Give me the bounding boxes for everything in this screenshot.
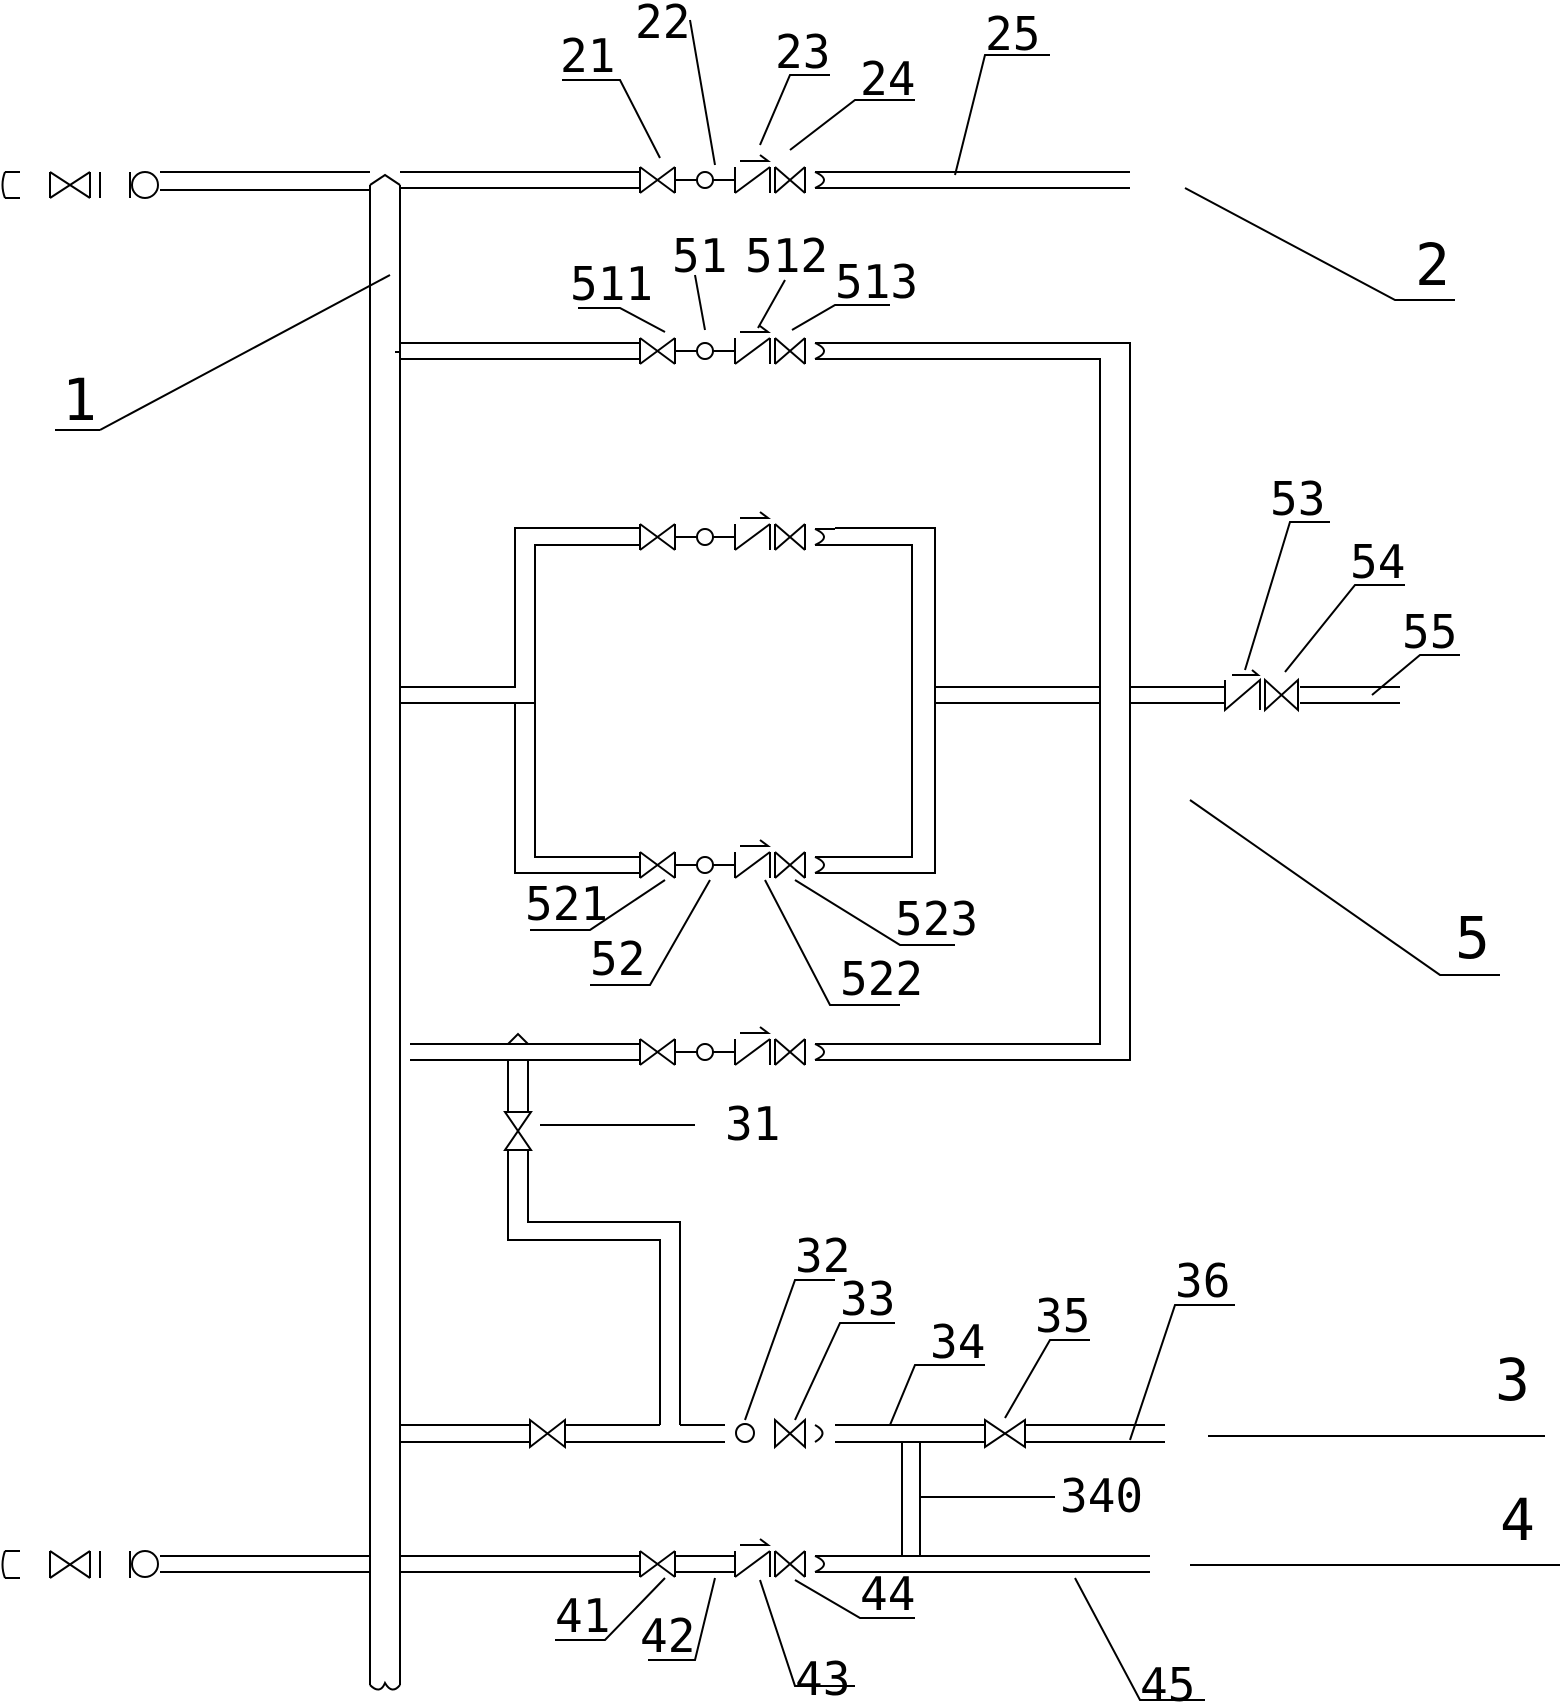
valve-train-loop-top-meter: [696, 528, 714, 546]
label-35: 35: [1035, 1289, 1090, 1343]
valve-train-branch-5-upper-icon: [639, 325, 835, 365]
bottom-inlet-pipe: [1, 1550, 370, 1579]
label-340: 340: [1060, 1469, 1143, 1523]
valve-train-branch-5-lower-icon: [639, 1026, 835, 1066]
label-4: 4: [1500, 1486, 1535, 1554]
label-43: 43: [795, 1652, 850, 1703]
valve-train-branch-5-lower-meter: [696, 1043, 714, 1061]
branch-2-pipe: [400, 171, 1130, 189]
label-51: 51: [672, 229, 727, 283]
label-31: 31: [725, 1097, 780, 1151]
label-21: 21: [560, 29, 615, 83]
branch-5-lower-pipe: [410, 1043, 640, 1061]
valve-train-branch-2-valves: [639, 154, 835, 194]
valve-train-branch-4-icon: [639, 1538, 835, 1578]
label-42: 42: [640, 1609, 695, 1663]
label-522: 522: [840, 952, 923, 1006]
label-53: 53: [1270, 472, 1325, 526]
main-header-pipe: [369, 173, 401, 1691]
label-36: 36: [1175, 1254, 1230, 1308]
valve-train-branch-4-valves: [639, 1538, 835, 1578]
label-54: 54: [1350, 535, 1405, 589]
valve-train-loop-bottom-icon: [639, 839, 835, 879]
valve-train-branch-5-lower-valves: [639, 1026, 835, 1066]
label-52: 52: [590, 932, 645, 986]
valve-train-loop-top-icon: [639, 511, 835, 551]
label-23: 23: [775, 25, 830, 79]
valve-train-branch-5-upper-meter: [696, 342, 714, 360]
label-24: 24: [860, 52, 915, 106]
label-3: 3: [1495, 1346, 1530, 1414]
label-5: 5: [1455, 904, 1490, 972]
valve-train-branch-2-meter: [696, 171, 714, 189]
valve-33-icon: [774, 1417, 824, 1450]
leader-lines: [55, 19, 1560, 1701]
label-55: 55: [1402, 605, 1457, 659]
top-inlet-pipe: [1, 171, 370, 199]
valve-54-icon: [1264, 677, 1299, 713]
valve-train-loop-top-valves: [639, 511, 835, 551]
valve-35-icon: [984, 1418, 1026, 1449]
label-521: 521: [525, 877, 608, 931]
valve-31-icon: [503, 1111, 533, 1151]
valve-train-branch-2-icon: [639, 154, 835, 194]
meter-32-icon: [735, 1423, 755, 1443]
valve-train-branch-4-spool: [675, 1555, 735, 1573]
valve-train-loop-bottom-meter: [696, 856, 714, 874]
label-22: 22: [635, 0, 690, 49]
labels: 21 22 23 24 25 511 51 512 513 521 52 523…: [62, 0, 1535, 1703]
top-inlet-valve-icon: [49, 171, 159, 199]
bypass-31-pipe: [507, 1032, 681, 1425]
valve-branch3-inlet-icon: [529, 1417, 566, 1450]
branch-4-pipe: [400, 1555, 1150, 1573]
connector-340-pipe: [901, 1442, 921, 1556]
check-valve-53-icon: [1224, 669, 1261, 713]
inner-loop-pipe: [400, 527, 1100, 874]
label-2: 2: [1415, 231, 1450, 299]
label-32: 32: [795, 1229, 850, 1283]
label-33: 33: [840, 1272, 895, 1326]
label-34: 34: [930, 1315, 985, 1369]
branch-3-pipe: [400, 1424, 1165, 1443]
label-1: 1: [62, 366, 97, 434]
valve-train-branch-5-upper-valves: [639, 325, 835, 365]
bottom-inlet-valve-icon: [49, 1550, 159, 1579]
branch-5-upper-pipe: [395, 342, 1131, 1061]
label-523: 523: [895, 892, 978, 946]
label-512: 512: [745, 229, 828, 283]
label-44: 44: [860, 1567, 915, 1621]
label-41: 41: [555, 1589, 610, 1643]
valve-train-loop-bottom-valves: [639, 839, 835, 879]
label-45: 45: [1140, 1658, 1195, 1703]
valve-trains: [639, 154, 835, 1578]
outlet-55-pipe: [1130, 686, 1400, 704]
label-511: 511: [570, 257, 653, 311]
label-513: 513: [835, 255, 918, 309]
label-25: 25: [985, 7, 1040, 61]
